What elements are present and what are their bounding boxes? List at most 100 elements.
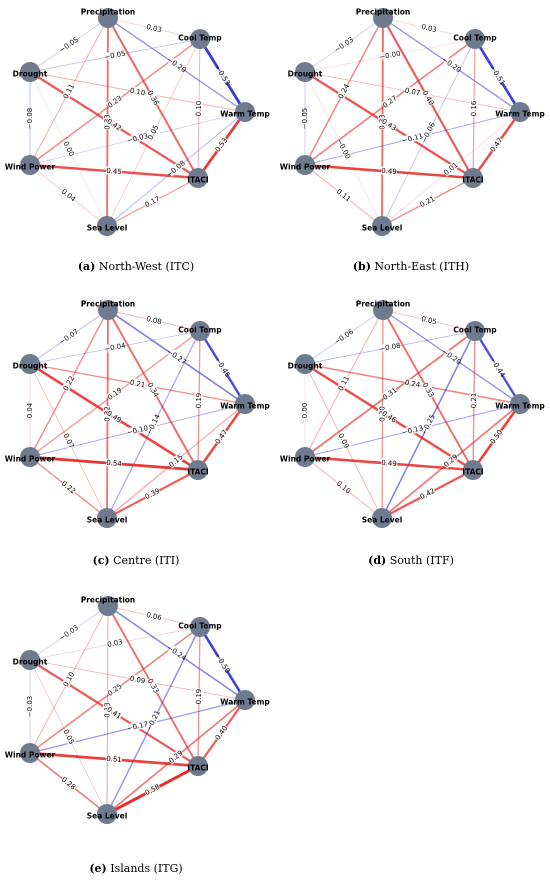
- node-warm-temp: [235, 102, 255, 122]
- edge-label-background: [146, 676, 161, 695]
- edge-label-warm-temp-drought: 0.10: [129, 87, 146, 98]
- edge-label-precipitation-warm-temp: −0.20: [440, 56, 462, 75]
- edge-label-background: [380, 166, 398, 176]
- edge-label-background: [420, 22, 438, 34]
- edge-label-itaci-wind-power: 0.51: [106, 755, 122, 764]
- edge-label-sea-level-drought: 0.07: [61, 432, 75, 450]
- edge-label-background: [105, 116, 124, 133]
- node-cool-temp: [190, 29, 210, 49]
- edge-label-itaci-sea-level: 0.17: [144, 195, 162, 209]
- edge-label-cool-temp-drought: −0.00: [379, 50, 402, 62]
- edge-label-cool-temp-warm-temp: −0.44: [488, 356, 506, 379]
- edge-label-warm-temp-drought: 0.07: [404, 87, 421, 98]
- node-label-itaci: ITACI: [462, 176, 484, 185]
- edge-label-background: [25, 110, 34, 127]
- edge-label-precipitation-drought: −0.05: [58, 36, 80, 55]
- edge-label-cool-temp-sea-level: −0.06: [420, 121, 437, 144]
- node-itaci: [463, 168, 483, 188]
- node-label-wind-power: Wind Power: [280, 455, 331, 464]
- edge-label-background: [60, 479, 78, 496]
- node-label-wind-power: Wind Power: [5, 455, 56, 464]
- edge-label-precipitation-drought: −0.06: [333, 327, 356, 346]
- node-label-precipitation: Precipitation: [81, 300, 136, 309]
- edge-label-background: [334, 328, 353, 345]
- node-precipitation: [98, 8, 118, 28]
- edge-label-precipitation-cool-temp: 0.06: [146, 611, 164, 622]
- edge-label-cool-temp-wind-power: 0.19: [106, 386, 123, 402]
- node-wind-power: [20, 447, 40, 467]
- edge-label-precipitation-drought: −0.03: [333, 36, 355, 55]
- edge-label-wind-power-drought: 0.04: [26, 402, 34, 418]
- edge-label-itaci-sea-level: 0.21: [419, 195, 437, 209]
- edge-label-cool-temp-warm-temp: −0.46: [213, 356, 231, 379]
- edge-label-background: [105, 458, 123, 468]
- node-label-cool-temp: Cool Temp: [453, 326, 497, 335]
- edge-label-background: [488, 135, 504, 154]
- edge-label-background: [145, 123, 161, 142]
- edge-label-background: [105, 754, 123, 764]
- edge-label-cool-temp-itaci: 0.10: [195, 101, 203, 117]
- edge-label-cool-temp-itaci: 0.19: [195, 689, 203, 705]
- edge-label-sea-level-drought: 0.05: [61, 728, 75, 746]
- node-drought: [20, 354, 40, 374]
- edge-label-background: [334, 36, 353, 53]
- node-drought: [20, 62, 40, 82]
- edge-label-background: [145, 610, 163, 622]
- edge-label-cool-temp-wind-power: 0.25: [106, 682, 123, 698]
- edge-label-background: [166, 160, 185, 177]
- edge-label-background: [403, 132, 422, 144]
- edge-label-precipitation-cool-temp: 0.05: [421, 315, 438, 326]
- node-cool-temp: [190, 321, 210, 341]
- edge-label-background: [381, 341, 399, 353]
- node-warm-temp: [510, 102, 530, 122]
- edge-label-cool-temp-sea-level: −0.25: [420, 413, 437, 436]
- edge-label-precipitation-cool-temp: 0.08: [146, 315, 163, 326]
- edge-label-background: [105, 93, 124, 110]
- edge-label-background: [61, 431, 77, 450]
- node-wind-power: [20, 743, 40, 763]
- edge-label-background: [167, 56, 186, 73]
- edge-label-background: [128, 86, 147, 97]
- edge-label-precipitation-cool-temp: 0.03: [146, 23, 163, 34]
- node-label-drought: Drought: [288, 362, 323, 371]
- edge-label-precipitation-itaci: 0.36: [146, 89, 161, 107]
- edge-label-background: [336, 82, 351, 101]
- edge-label-background: [146, 380, 161, 399]
- edge-label-background: [469, 100, 478, 117]
- node-wind-power: [295, 155, 315, 175]
- edge-label-background: [215, 66, 231, 85]
- edge-label-wind-power-drought: −0.08: [26, 108, 34, 129]
- edge-label-itaci-sea-level: 0.58: [144, 783, 162, 797]
- network-diagram-north-east: 0.03−0.03−0.200.400.330.24−0.51−0.000.27…: [280, 8, 545, 236]
- edge-label-cool-temp-sea-level: −0.14: [145, 413, 162, 436]
- edge-label-background: [469, 392, 478, 409]
- edge-label-precipitation-drought: −0.07: [58, 328, 80, 347]
- node-label-drought: Drought: [288, 70, 323, 79]
- node-itaci: [188, 168, 208, 188]
- node-precipitation: [373, 300, 393, 320]
- edge-label-warm-temp-drought: 0.09: [129, 675, 146, 686]
- node-label-wind-power: Wind Power: [5, 163, 56, 172]
- edge-label-background: [300, 110, 309, 127]
- edge-label-background: [128, 674, 147, 685]
- edge-label-precipitation-wind-power: 0.22: [62, 375, 76, 393]
- node-label-drought: Drought: [13, 658, 48, 667]
- edge-label-cool-temp-wind-power: 0.23: [106, 94, 123, 110]
- edge-label-background: [61, 139, 77, 158]
- edge-label-background: [128, 720, 147, 732]
- edge-label-background: [145, 22, 163, 34]
- edge-label-background: [146, 88, 161, 107]
- node-wind-power: [295, 447, 315, 467]
- caption-centre: (c) Centre (ITI): [92, 554, 180, 567]
- node-label-warm-temp: Warm Temp: [220, 110, 270, 119]
- edge-label-background: [105, 408, 124, 425]
- caption-south: (d) South (ITF): [368, 554, 454, 567]
- node-label-cool-temp: Cool Temp: [178, 622, 222, 631]
- edge-label-background: [59, 624, 78, 641]
- edge-label-cool-temp-itaci: 0.19: [195, 393, 203, 409]
- edge-label-sea-level-wind-power: 0.11: [335, 188, 352, 204]
- edge-label-background: [143, 486, 162, 501]
- edge-label-background: [167, 348, 186, 365]
- edge-label-precipitation-wind-power: 0.24: [337, 82, 352, 100]
- edge-label-background: [105, 385, 124, 402]
